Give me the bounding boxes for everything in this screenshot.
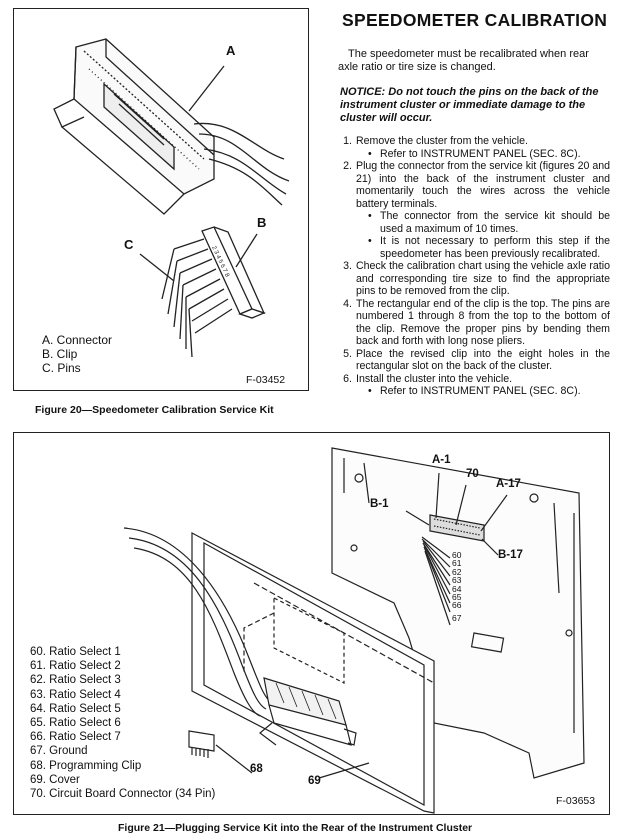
step-text: The rectangular end of the clip is the t…: [356, 297, 610, 348]
legend-item: B. Clip: [42, 347, 78, 361]
pin-label: 66: [452, 600, 462, 611]
step-number: 5.: [343, 347, 352, 360]
figure-21-legend: 60. Ratio Select 1 61. Ratio Select 2 62…: [30, 645, 215, 801]
figure-21-panel: A-1 70 A-17 B-1 B-17 68 69 60 61 62 63 6…: [13, 432, 610, 815]
step-text: Check the calibration chart using the ve…: [356, 260, 610, 297]
legend-item: 68. Programming Clip: [30, 759, 142, 772]
step-subitem: • Refer to INSTRUMENT PANEL (SEC. 8C).: [334, 148, 610, 161]
pin-label: 60: [452, 550, 462, 560]
legend-item: 60. Ratio Select 1: [30, 646, 121, 658]
bullet-icon: •: [368, 210, 372, 222]
step-number: 1.: [343, 135, 352, 147]
figure-20-panel: 2 3 4 5 6 7 8 A B C A. Connector B. Clip…: [13, 8, 309, 391]
step-text: Plug the connector from the service kit …: [356, 160, 610, 210]
subitem-text: The connector from the service kit shoul…: [380, 210, 610, 235]
step-item: 5. Place the revised clip into the eight…: [334, 348, 610, 373]
callout-b: B: [257, 215, 267, 230]
callout-b17: B-17: [498, 549, 523, 561]
figure-20-caption: Figure 20—Speedometer Calibration Servic…: [35, 404, 274, 416]
callout-b1: B-1: [370, 498, 389, 510]
pin-label: 67: [452, 612, 462, 623]
step-item: 6. Install the cluster into the vehicle.: [334, 373, 610, 386]
subitem-text: Refer to INSTRUMENT PANEL (SEC. 8C).: [380, 385, 581, 397]
legend-item: 64. Ratio Select 5: [30, 702, 121, 715]
bullet-icon: •: [368, 147, 372, 160]
legend-item: 63. Ratio Select 4: [30, 688, 121, 701]
step-number: 6.: [343, 372, 352, 385]
figure-21-code: F-03653: [556, 795, 596, 807]
intro-paragraph: The speedometer must be recalibrated whe…: [338, 48, 589, 73]
step-subitem: • The connector from the service kit shou…: [334, 210, 610, 235]
step-item: 3. Check the calibration chart using the…: [334, 260, 610, 298]
legend-item: 66. Ratio Select 7: [30, 731, 121, 744]
bullet-icon: •: [368, 235, 372, 247]
callout-a: A: [226, 43, 236, 58]
step-subitem: • Refer to INSTRUMENT PANEL (SEC. 8C).: [334, 385, 610, 398]
figure-21-caption: Figure 21—Plugging Service Kit into the …: [118, 822, 473, 834]
step-text: Place the revised clip into the eight ho…: [356, 347, 610, 373]
step-item: 4. The rectangular end of the clip is th…: [334, 298, 610, 348]
page-title: SPEEDOMETER CALIBRATION: [342, 10, 608, 30]
subitem-text: It is not necessary to perform this step…: [380, 235, 610, 260]
step-item: 2. Plug the connector from the service k…: [334, 160, 610, 210]
figure-20-code: F-03452: [246, 374, 286, 386]
notice-paragraph: NOTICE: Do not touch the pins on the bac…: [340, 86, 599, 124]
callout-a17: A-17: [496, 478, 521, 490]
pin-label: 61: [452, 558, 462, 569]
step-item: 1. Remove the cluster from the vehicle.: [334, 135, 610, 148]
step-number: 3.: [343, 260, 352, 272]
procedure-steps: 1. Remove the cluster from the vehicle. …: [334, 135, 610, 398]
step-text: Install the cluster into the vehicle.: [356, 372, 513, 385]
legend-item: 70. Circuit Board Connector (34 Pin): [30, 788, 216, 801]
legend-item: 69. Cover: [30, 773, 80, 786]
pin-label: 64: [452, 583, 462, 594]
legend-item: 61. Ratio Select 2: [30, 660, 121, 673]
legend-item: A. Connector: [42, 333, 113, 347]
legend-item: 67. Ground: [30, 745, 88, 758]
cluster-rear-illustration: [123, 447, 585, 814]
legend-item: C. Pins: [42, 361, 81, 375]
step-text: Remove the cluster from the vehicle.: [356, 135, 528, 147]
step-subitem: • It is not necessary to perform this ste…: [334, 235, 610, 260]
callout-68: 68: [250, 763, 263, 775]
callout-70: 70: [466, 468, 479, 480]
figure-20-legend: A. Connector B. Clip C. Pins: [42, 333, 112, 375]
legend-item: 62. Ratio Select 3: [30, 674, 121, 687]
pin-label-list: 60 61 62 63 64 65 66 67: [452, 550, 462, 623]
callout-c: C: [124, 237, 134, 252]
bullet-icon: •: [368, 385, 372, 397]
legend-item: 65. Ratio Select 6: [30, 717, 121, 730]
step-number: 4.: [343, 297, 352, 310]
pin-label: 62: [452, 566, 462, 577]
pin-label: 63: [452, 575, 462, 586]
callout-a1: A-1: [432, 454, 451, 466]
pin-label: 65: [452, 592, 462, 603]
step-number: 2.: [343, 160, 352, 172]
subitem-text: Refer to INSTRUMENT PANEL (SEC. 8C).: [380, 147, 581, 160]
service-kit-illustration: 2 3 4 5 6 7 8: [53, 38, 290, 358]
callout-69: 69: [308, 775, 321, 787]
